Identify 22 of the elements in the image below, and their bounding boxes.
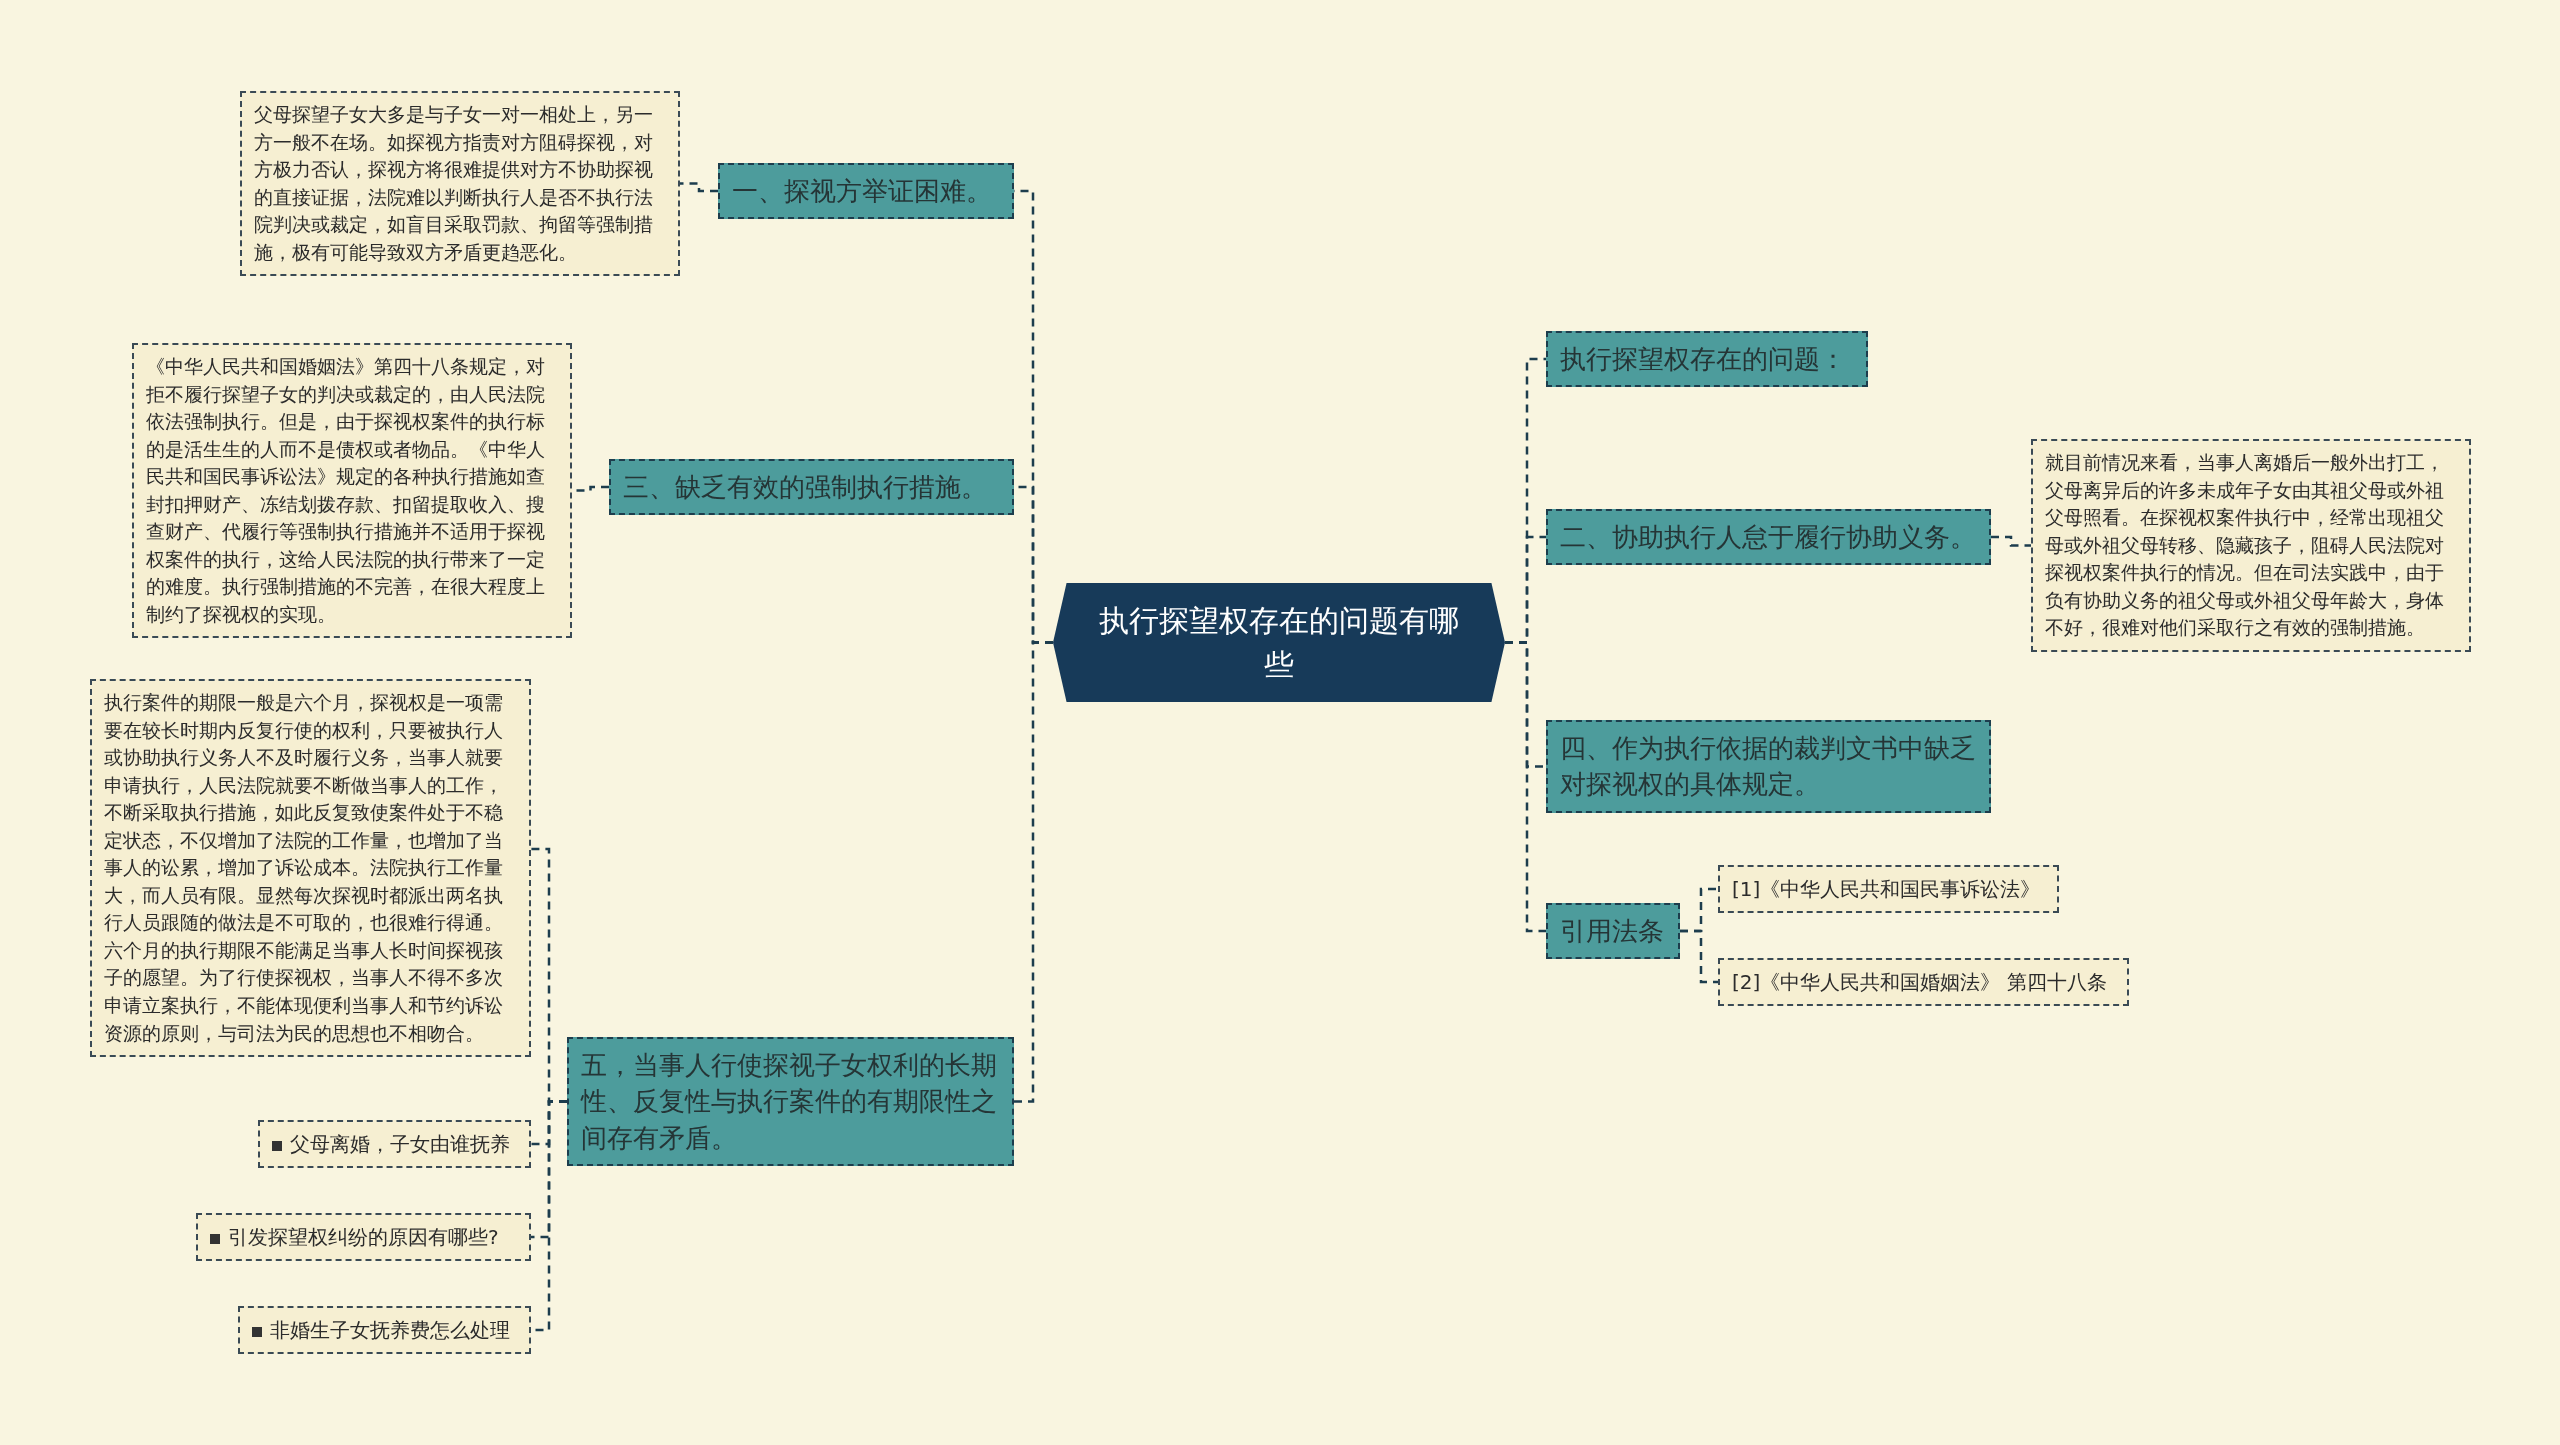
- topic-box: 三、缺乏有效的强制执行措施。: [609, 459, 1014, 516]
- connector-line: [1014, 641, 1053, 1103]
- topic-box: 五，当事人行使探视子女权利的长期性、反复性与执行案件的有期限性之间存有矛盾。: [567, 1037, 1014, 1167]
- topic-box: 二、协助执行人怠于履行协助义务。: [1546, 509, 1991, 566]
- link-item: [1]《中华人民共和国民事诉讼法》: [1718, 865, 2059, 913]
- connector-line: [1991, 535, 2031, 547]
- note-box: 执行案件的期限一般是六个月，探视权是一项需要在较长时期内反复行使的权利，只要被执行人或协助执行义务人不及时履行义务，当事人就要申请执行，人民法院就要不断做当事人的工作，不断采取执行措施，如此反复致使案件处于不稳定状态，不仅增加了法院的工作量，也增加了当事人的讼累，增加了诉讼成本。法院执行工作量大，而人员有限。显然每次探视时都派出两名执行人员跟随的做法是不可取的，也很难行得通。六个月的执行期限不能满足当事人长时间探视孩子的愿望。为了行使探视权，当事人不得不多次申请立案执行，不能体现便利当事人和节约诉讼资源的原则，与司法为民的思想也不相吻合。: [90, 679, 531, 1058]
- note-box: 就目前情况来看，当事人离婚后一般外出打工，父母离异后的许多未成年子女由其祖父母或外祖父母照看。在探视权案件执行中，经常出现祖父母或外祖父母转移、隐藏孩子，阻碍人民法院对探视权案件执行的情况。但在司法实践中，由于负有协助义务的祖父母或外祖父母年龄大，身体不好，很难对他们采取行之有效的强制措施。: [2031, 439, 2471, 652]
- connector-line: [1505, 641, 1546, 933]
- note-box: 《中华人民共和国婚姻法》第四十八条规定，对拒不履行探望子女的判决或裁定的，由人民法院依法强制执行。但是，由于探视权案件的执行标的是活生生的人而不是债权或者物品。《中华人民共和国民事诉讼法》规定的各种执行措施如查封扣押财产、冻结划拨存款、扣留提取收入、搜查财产、代履行等强制执行措施并不适用于探视权案件的执行，这给人民法院的执行带来了一定的难度。执行强制措施的不完善，在很大程度上制约了探视权的实现。: [132, 343, 572, 639]
- topic-box: 四、作为执行依据的裁判文书中缺乏对探视权的具体规定。: [1546, 720, 1991, 813]
- connector-line: [1680, 929, 1718, 984]
- topic-box: 引用法条: [1546, 903, 1680, 960]
- topic-box: 执行探望权存在的问题：: [1546, 331, 1868, 388]
- topic-box: 一、探视方举证困难。: [718, 163, 1014, 220]
- connector-line: [680, 182, 718, 193]
- link-item: 非婚生子女抚养费怎么处理: [238, 1306, 531, 1354]
- link-item: 引发探望权纠纷的原因有哪些?: [196, 1213, 531, 1261]
- link-item: 父母离婚，子女由谁抚养: [258, 1120, 531, 1168]
- link-item: [2]《中华人民共和国婚姻法》 第四十八条: [1718, 958, 2129, 1006]
- central-topic: 执行探望权存在的问题有哪些: [1053, 583, 1505, 702]
- note-box: 父母探望子女大多是与子女一对一相处上，另一方一般不在场。如探视方指责对方阻碍探视，对方极力否认，探视方将很难提供对方不协助探视的直接证据，法院难以判断执行人是否不执行法院判决或裁定，如盲目采取罚款、拘留等强制措施，极有可能导致双方矛盾更趋恶化。: [240, 91, 680, 277]
